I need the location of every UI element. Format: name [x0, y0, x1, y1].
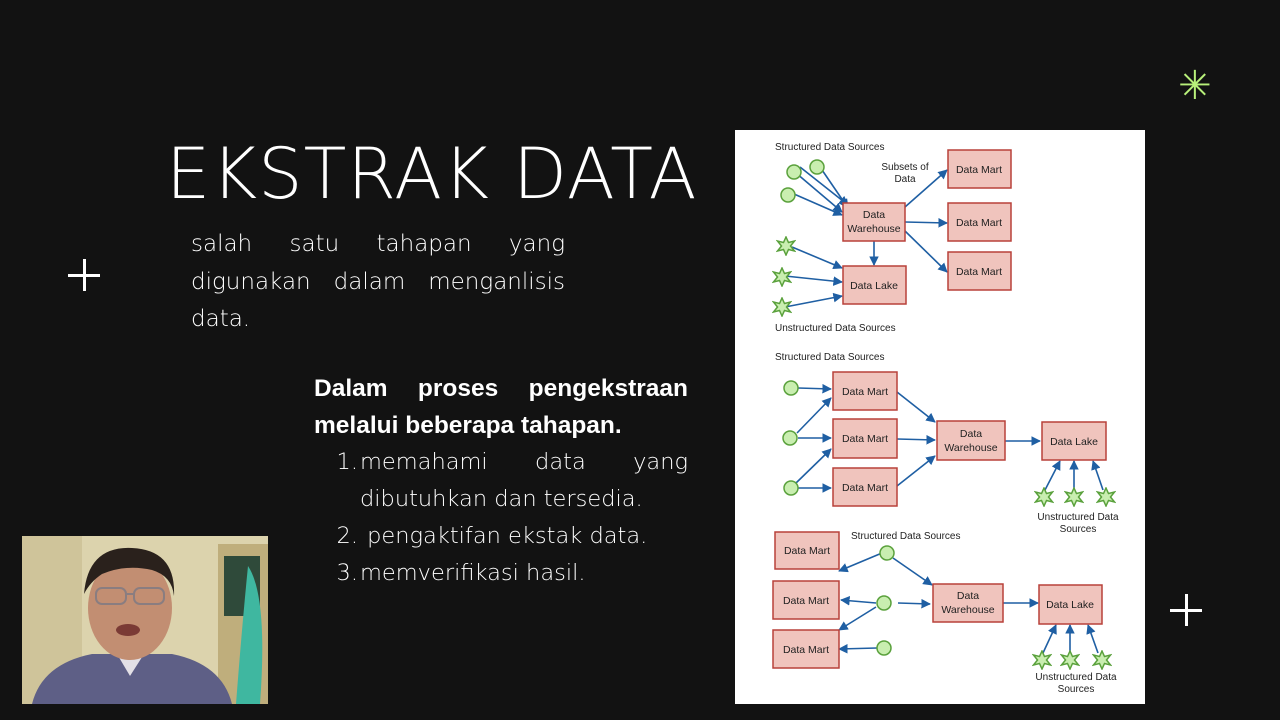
diagram3-unstructured-label: Unstructured Data — [1035, 672, 1117, 683]
slide-title: EKSTRAK DATA — [166, 133, 698, 215]
step-number: 3. — [336, 560, 358, 586]
diagram2-data-mart-label: Data Mart — [842, 433, 888, 445]
diagram2-data-mart — [832, 467, 898, 507]
diagram3-structured-label: Structured Data Sources — [851, 531, 961, 542]
diagram1-data-mart — [947, 251, 1012, 291]
step-item: 2. pengaktifan ekstak data. — [314, 518, 688, 555]
diagram1-data-mart — [947, 202, 1012, 242]
diagram3-data-mart — [772, 580, 840, 620]
data-architecture-diagram: Structured Data Sources Subsets of Data … — [735, 130, 1145, 704]
structured-source-node — [809, 159, 825, 175]
diagram1-data-mart-label: Data Mart — [956, 266, 1002, 278]
diagram1-data-mart-label: Data Mart — [956, 164, 1002, 176]
structured-source-node — [879, 545, 895, 561]
structured-source-node — [780, 187, 796, 203]
step-number: 2. — [336, 523, 358, 549]
diagram3-data-lake-label: Data Lake — [1046, 599, 1094, 611]
diagram2-structured-sources — [782, 380, 799, 496]
diagram2-unstructured-label: Unstructured Data — [1037, 512, 1119, 523]
structured-source-node — [786, 164, 802, 180]
diagram1-warehouse-label: Warehouse — [847, 223, 900, 235]
plus-decoration-icon — [1170, 594, 1202, 626]
diagram3-data-mart-label: Data Mart — [784, 545, 830, 557]
diagram3-unstructured-source-icon — [1032, 650, 1052, 670]
diagram-svg: Structured Data Sources Subsets of Data … — [772, 142, 1119, 695]
diagram1-warehouse-label: Data — [863, 209, 885, 221]
diagram2-data-mart — [832, 371, 898, 411]
extraction-steps-section: Dalam proses pengekstraan melalui bebera… — [314, 370, 688, 592]
diagram2-unstructured-source-icon — [1064, 487, 1084, 507]
slide-description: salah satu tahapan yang digunakan dalam … — [191, 231, 565, 332]
step-text: memverifikasi hasil. — [360, 560, 586, 586]
diagram3-warehouse-label: Warehouse — [941, 604, 994, 616]
diagram2-warehouse-label: Warehouse — [944, 442, 997, 454]
diagram2-data-mart-label: Data Mart — [842, 386, 888, 398]
diagram2-structured-label: Structured Data Sources — [775, 352, 885, 363]
diagram3-unstructured-label: Sources — [1058, 684, 1095, 695]
diagram1-unstructured-label: Unstructured Data Sources — [775, 323, 896, 334]
diagram2-data-lake — [1041, 421, 1107, 461]
diagram2-data-mart-label: Data Mart — [842, 482, 888, 494]
diagram1-data-mart-label: Data Mart — [956, 217, 1002, 229]
diagram2-warehouse-label: Data — [960, 428, 982, 440]
diagram3-data-mart — [774, 531, 840, 570]
diagram2-data-lake-label: Data Lake — [1050, 436, 1098, 448]
diagram1-data-lake-label: Data Lake — [850, 280, 898, 292]
diagram2-unstructured-source-icon — [1096, 487, 1116, 507]
steps-list: 1. memahami data yang dibutuhkan dan ter… — [314, 444, 688, 592]
diagram3-unstructured-source-icon — [1092, 650, 1112, 670]
step-text: pengaktifan ekstak data. — [360, 523, 648, 549]
diagram3-warehouse-label: Data — [957, 590, 979, 602]
diagram2-unstructured-label: Sources — [1060, 524, 1097, 535]
diagram1-data-warehouse — [842, 202, 906, 242]
diagram1-structured-label: Structured Data Sources — [775, 142, 885, 153]
presenter-webcam-video — [22, 536, 268, 704]
diagram2-unstructured-source-icon — [1034, 487, 1054, 507]
diagram1-subsets-label: Data — [894, 174, 916, 185]
diagram3-data-mart-label: Data Mart — [783, 595, 829, 607]
structured-source-node — [782, 430, 798, 446]
diagram3-data-warehouse — [932, 583, 1004, 623]
diagram3-data-mart — [772, 629, 840, 669]
diagram1-subsets-label: Subsets of — [881, 162, 928, 173]
presenter-webcam-image — [22, 536, 268, 704]
structured-source-node — [783, 480, 799, 496]
diagram1-structured-sources — [780, 159, 825, 203]
diagram1-data-lake — [842, 265, 907, 305]
section-heading: Dalam proses pengekstraan melalui bebera… — [314, 375, 688, 439]
step-text: memahami data yang dibutuhkan dan tersed… — [360, 449, 688, 512]
diagram3-structured-sources — [876, 545, 895, 656]
diagram3-data-mart-label: Data Mart — [783, 644, 829, 656]
structured-source-node — [876, 640, 892, 656]
plus-decoration-icon — [68, 259, 100, 291]
structured-source-node — [876, 595, 892, 611]
structured-source-node — [783, 380, 799, 396]
diagram3-data-lake — [1038, 584, 1103, 625]
diagram1-data-mart — [947, 149, 1012, 189]
step-item: 1. memahami data yang dibutuhkan dan ter… — [314, 444, 688, 518]
step-item: 3. memverifikasi hasil. — [314, 555, 688, 592]
diagram3-unstructured-source-icon — [1060, 650, 1080, 670]
step-number: 1. — [336, 449, 358, 475]
diagram2-data-mart — [832, 418, 898, 459]
diagram2-data-warehouse — [936, 420, 1006, 461]
asterisk-decoration-icon: ✳ — [1178, 63, 1212, 109]
diagram1-unstructured-source-icon — [776, 236, 796, 256]
